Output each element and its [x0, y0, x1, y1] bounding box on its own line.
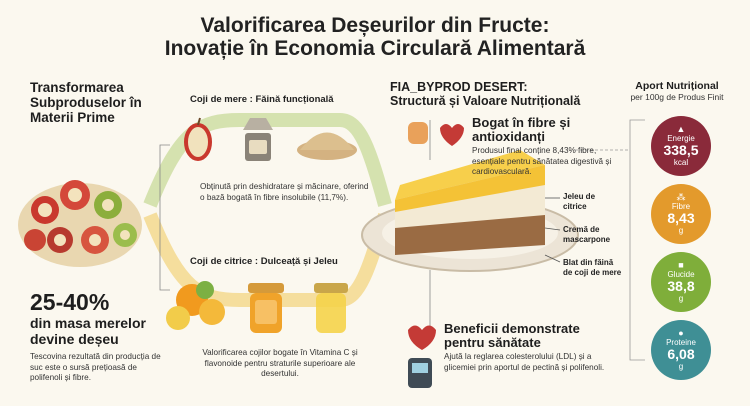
jelly-jar-illustration — [314, 283, 348, 333]
page-title: Valorificarea Deșeurilor din Fructe: Ino… — [0, 14, 750, 60]
card-value: 338,5 — [663, 142, 699, 158]
card-value: 8,43 — [667, 210, 695, 226]
apple-core-illustration — [184, 117, 212, 161]
card-unit: g — [678, 226, 684, 235]
citrus-illustration — [166, 281, 225, 330]
fibre-title: Bogat în fibre și antioxidanți — [472, 115, 571, 144]
nutrition-title: Aport Nutrițional — [635, 80, 719, 92]
apple-pile-illustration — [18, 180, 142, 267]
flow-band-top — [143, 113, 392, 208]
card-label: Proteine — [666, 338, 696, 347]
left-note: Tescovina rezultată din producția de suc… — [30, 352, 161, 382]
cake-illustration — [361, 150, 579, 272]
row2-heading: Coji de citrice : Dulceață și Jeleu — [190, 256, 338, 267]
nutrition-card-fibre: ⁂ Fibre 8,43 g — [651, 184, 711, 244]
glucometer-icon — [408, 358, 432, 388]
title-line-2: Inovație în Economia Circulară Alimentar… — [164, 37, 586, 60]
heart-icon — [440, 124, 464, 146]
nutrition-subtitle: per 100g de Produs Finit — [630, 92, 724, 102]
muscle-icon: ● — [678, 328, 684, 338]
card-label: Glucide — [667, 270, 695, 279]
sugar-icon: ■ — [678, 260, 684, 270]
flour-pile-illustration — [297, 132, 357, 160]
wheat-icon: ⁂ — [676, 192, 686, 202]
card-label: Energie — [667, 134, 695, 143]
card-value: 38,8 — [667, 278, 695, 294]
nutrition-header: Aport Nutrițional per 100g de Produs Fin… — [612, 80, 742, 102]
row2-note: Valorificarea cojilor bogate în Vitamina… — [202, 348, 358, 378]
card-unit: g — [678, 362, 684, 371]
title-line-1: Valorificarea Deșeurilor din Fructe: — [200, 14, 550, 37]
digestive-icon — [408, 122, 428, 144]
waste-percent: 25-40% — [30, 289, 110, 315]
left-heading: Transformarea Subproduselor în Materii P… — [30, 80, 142, 125]
middle-heading-line2: Structură și Valoare Nutrițională — [390, 94, 581, 108]
layer-base-label: Blat din făină de coji de mere — [563, 258, 622, 277]
nutrition-card-carbs: ■ Glucide 38,8 g — [651, 252, 711, 312]
card-unit: g — [678, 294, 684, 303]
waste-percent-sub: din masa merelor devine deșeu — [30, 315, 146, 347]
heart-organ-icon — [408, 325, 436, 350]
middle-heading-line1: FIA_BYPROD DESERT: — [390, 80, 528, 94]
layer-cream-label: Cremă de mascarpone — [563, 225, 611, 244]
row1-note: Obținută prin deshidratare și măcinare, … — [200, 182, 369, 202]
flow-band-bottom — [143, 212, 392, 307]
grinder-illustration — [243, 118, 273, 161]
benefit-title: Beneficii demonstrate pentru sănătate — [444, 321, 580, 350]
benefit-note: Ajută la reglarea colesterolului (LDL) ș… — [444, 352, 605, 372]
fibre-note: Produsul final conține 8,43% fibre, esen… — [472, 146, 612, 176]
card-label: Fibre — [671, 202, 691, 211]
row1-heading: Coji de mere : Făină funcțională — [190, 94, 334, 105]
nutrition-card-protein: ● Proteine 6,08 g — [651, 320, 711, 380]
card-value: 6,08 — [667, 346, 695, 362]
layer-jelly-label: Jeleu de citrice — [563, 192, 596, 211]
flame-icon: ▲ — [676, 124, 686, 134]
nutrition-card-energy: ▲ Energie 338,5 kcal — [651, 116, 711, 176]
card-unit: kcal — [673, 158, 689, 167]
jam-jar-illustration — [248, 283, 284, 333]
middle-heading: FIA_BYPROD DESERT: Structură și Valoare … — [390, 80, 580, 108]
